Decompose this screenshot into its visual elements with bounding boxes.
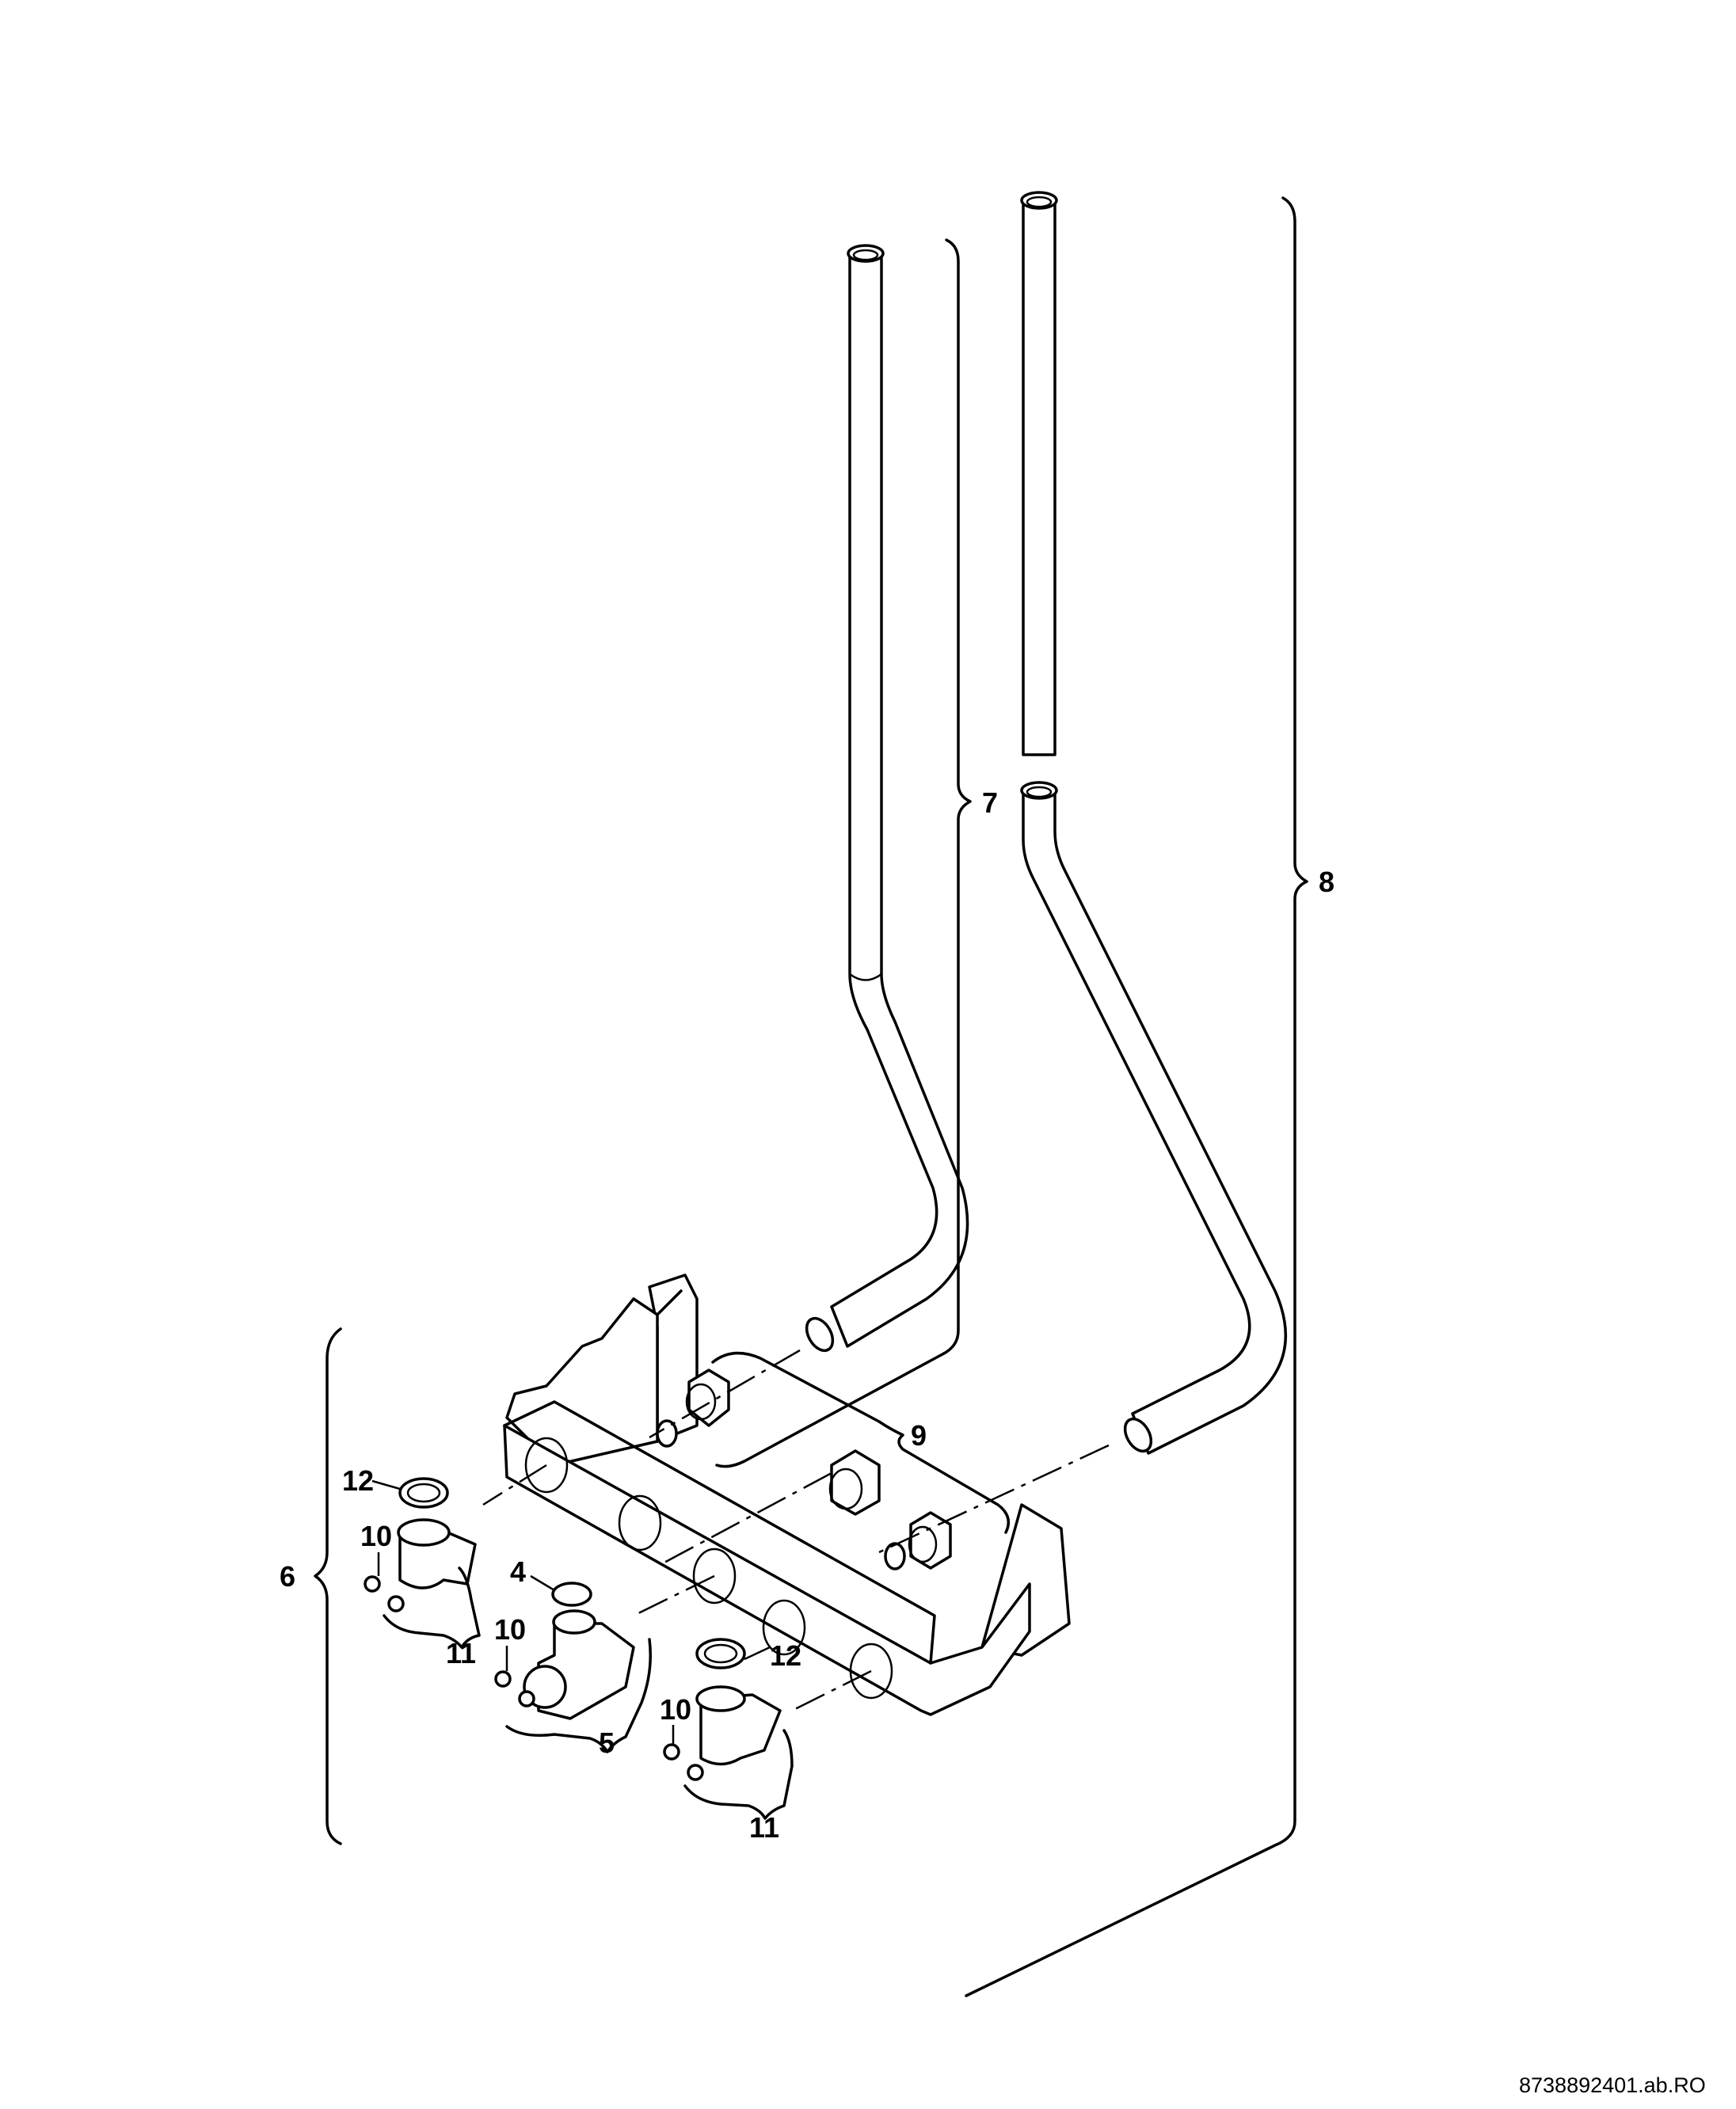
screw xyxy=(518,1690,535,1707)
screw xyxy=(687,1764,704,1781)
screw xyxy=(387,1595,405,1612)
brace-9 xyxy=(711,1351,1011,1534)
brace-11b xyxy=(683,1729,794,1820)
label-item-12b: 12 xyxy=(770,1639,801,1672)
union-nut xyxy=(908,1511,952,1570)
label-item-10c: 10 xyxy=(660,1693,691,1726)
label-item-12a: 12 xyxy=(342,1464,374,1497)
screw xyxy=(663,1743,680,1761)
seal-ring-12 xyxy=(398,1477,449,1509)
leader-4 xyxy=(530,1574,555,1592)
leader-12a xyxy=(371,1479,401,1490)
label-item-10a: 10 xyxy=(360,1520,392,1552)
elbow-fitting-11 xyxy=(397,1518,477,1589)
label-item-11b: 11 xyxy=(749,1811,779,1844)
brace-11a xyxy=(383,1567,481,1649)
label-item-5: 5 xyxy=(599,1726,615,1759)
pipe-7 xyxy=(805,244,969,1353)
seal-ring-12 xyxy=(695,1638,746,1669)
label-item-9: 9 xyxy=(911,1419,927,1452)
pipe-8-lower xyxy=(1020,781,1288,1455)
union-nut xyxy=(685,1369,730,1427)
label-item-10b: 10 xyxy=(494,1613,526,1646)
union-nut xyxy=(828,1449,881,1516)
brace-8 xyxy=(965,196,1308,1997)
elbow-fitting-11 xyxy=(695,1685,782,1766)
brace-7 xyxy=(715,238,972,1468)
pipe-8-upper xyxy=(1020,191,1058,756)
document-code: 8738892401.ab.RO xyxy=(1519,2073,1706,2097)
valve-5 xyxy=(523,1609,635,1720)
label-item-8: 8 xyxy=(1319,866,1334,898)
label-item-4: 4 xyxy=(510,1555,526,1588)
label-item-6: 6 xyxy=(280,1560,295,1593)
seal-ring-4 xyxy=(551,1582,592,1607)
label-item-11a: 11 xyxy=(446,1637,476,1669)
mounting-bracket xyxy=(503,1273,1071,1716)
brace-5 xyxy=(505,1638,652,1753)
leader-12b xyxy=(744,1646,771,1661)
screw xyxy=(364,1575,381,1593)
screw xyxy=(494,1670,512,1688)
sealing-cap xyxy=(884,1542,906,1570)
brace-6 xyxy=(314,1327,342,1845)
label-item-7: 7 xyxy=(982,786,998,819)
